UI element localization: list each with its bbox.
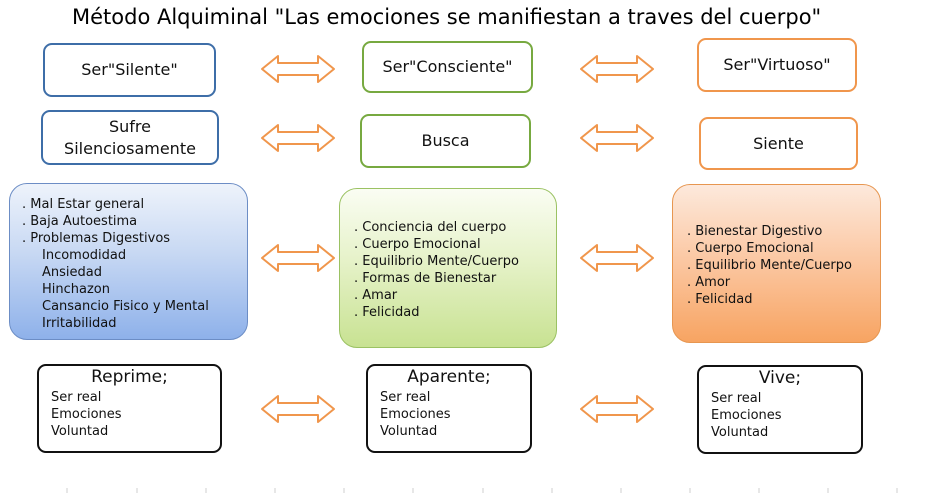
aparente-heading: Aparente; xyxy=(407,367,491,387)
aparente-list: Ser real Emociones Voluntad xyxy=(380,389,451,440)
ser-virtuoso-label: Ser"Virtuoso" xyxy=(723,55,831,74)
reprime-heading: Reprime; xyxy=(91,367,168,387)
sufre-box: Sufre Silenciosamente xyxy=(41,110,219,165)
double-headed-arrow-icon xyxy=(579,394,655,424)
list-item: Ser real xyxy=(51,390,102,405)
list-item: Ser real xyxy=(711,391,762,406)
list-item: Cansancio Fisico y Mental xyxy=(42,299,209,314)
search-panel: . Conciencia del cuerpo . Cuerpo Emocion… xyxy=(339,188,557,348)
siente-label: Siente xyxy=(753,133,804,153)
search-list: . Conciencia del cuerpo . Cuerpo Emocion… xyxy=(354,219,542,321)
list-item: . Equilibrio Mente/Cuerpo xyxy=(354,254,519,269)
list-item: Emociones xyxy=(711,408,782,423)
reprime-list: Ser real Emociones Voluntad xyxy=(51,389,122,440)
wellbeing-panel: . Bienestar Digestivo . Cuerpo Emocional… xyxy=(672,184,881,343)
list-item: . Formas de Bienestar xyxy=(354,271,497,286)
ser-virtuoso-box: Ser"Virtuoso" xyxy=(697,38,857,92)
list-item: Hinchazon xyxy=(42,282,110,297)
aparente-box: Aparente; Ser real Emociones Voluntad xyxy=(366,364,532,453)
list-item: Voluntad xyxy=(380,424,438,439)
list-item: . Amar xyxy=(354,288,398,303)
double-headed-arrow-icon xyxy=(260,394,336,424)
list-item: . Cuerpo Emocional xyxy=(687,241,814,256)
page-title: Método Alquiminal "Las emociones se mani… xyxy=(72,5,822,29)
list-item: . Baja Autoestima xyxy=(22,214,138,229)
vive-heading: Vive; xyxy=(758,368,802,388)
symptoms-list: . Mal Estar general . Baja Autoestima . … xyxy=(22,196,235,332)
list-item: Emociones xyxy=(380,407,451,422)
double-headed-arrow-icon xyxy=(579,123,655,153)
ruler-ticks xyxy=(66,488,898,493)
ser-consciente-box: Ser"Consciente" xyxy=(362,41,533,93)
list-item: . Felicidad xyxy=(687,292,753,307)
list-item: Ansiedad xyxy=(42,265,102,280)
list-item: . Felicidad xyxy=(354,305,420,320)
reprime-box: Reprime; Ser real Emociones Voluntad xyxy=(37,364,222,453)
ser-silente-label: Ser"Silente" xyxy=(81,60,178,79)
double-headed-arrow-icon xyxy=(260,123,336,153)
list-item: . Equilibrio Mente/Cuerpo xyxy=(687,258,852,273)
ser-consciente-label: Ser"Consciente" xyxy=(382,57,513,76)
ser-silente-box: Ser"Silente" xyxy=(43,43,216,97)
siente-box: Siente xyxy=(699,117,858,170)
vive-list: Ser real Emociones Voluntad xyxy=(711,390,782,441)
double-headed-arrow-icon xyxy=(260,243,336,273)
double-headed-arrow-icon xyxy=(579,54,655,84)
vive-box: Vive; Ser real Emociones Voluntad xyxy=(697,365,863,454)
symptoms-panel: . Mal Estar general . Baja Autoestima . … xyxy=(9,183,248,340)
list-item: . Bienestar Digestivo xyxy=(687,224,823,239)
busca-label: Busca xyxy=(421,131,470,150)
list-item: Irritabilidad xyxy=(42,316,117,331)
list-item: Voluntad xyxy=(51,424,109,439)
list-item: Emociones xyxy=(51,407,122,422)
list-item: . Problemas Digestivos xyxy=(22,231,171,246)
list-item: . Conciencia del cuerpo xyxy=(354,220,507,235)
list-item: Voluntad xyxy=(711,425,769,440)
busca-box: Busca xyxy=(360,114,531,168)
sufre-label: Sufre Silenciosamente xyxy=(64,116,196,158)
list-item: . Cuerpo Emocional xyxy=(354,237,481,252)
double-headed-arrow-icon xyxy=(260,54,336,84)
list-item: Ser real xyxy=(380,390,431,405)
list-item: . Mal Estar general xyxy=(22,197,145,212)
wellbeing-list: . Bienestar Digestivo . Cuerpo Emocional… xyxy=(687,223,866,308)
list-item: . Amor xyxy=(687,275,731,290)
list-item: Incomodidad xyxy=(42,248,127,263)
double-headed-arrow-icon xyxy=(579,243,655,273)
